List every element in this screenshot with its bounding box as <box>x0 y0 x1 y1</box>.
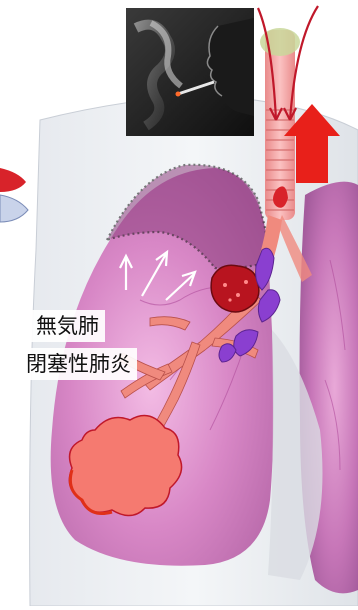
smoking-person-photo <box>126 8 254 136</box>
cropped-edge-icon <box>0 168 28 222</box>
obstructive-pneumonia-label: 閉塞性肺炎 <box>20 348 137 380</box>
atelectasis-label: 無気肺 <box>30 310 105 342</box>
tumor <box>211 265 259 312</box>
